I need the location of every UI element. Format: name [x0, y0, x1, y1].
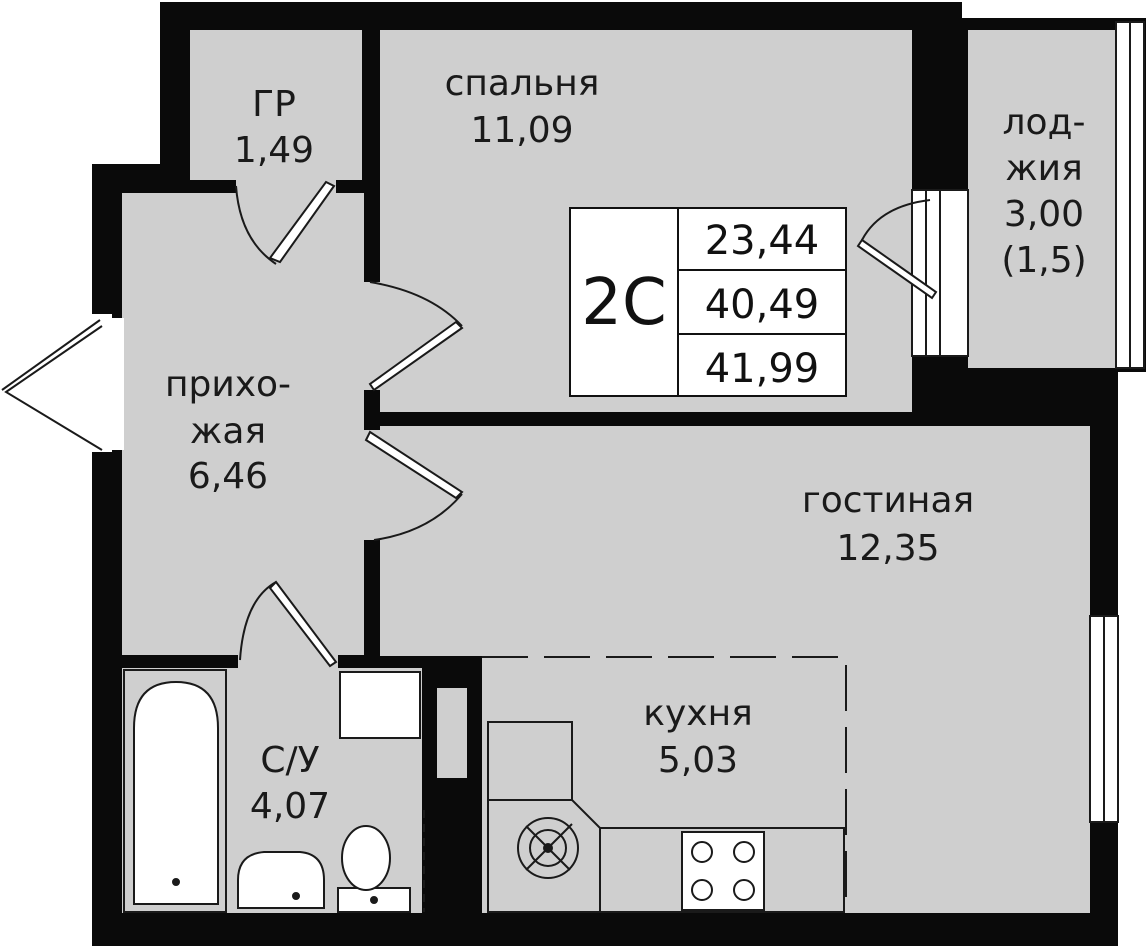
opening-gr [236, 178, 336, 195]
kuhnya-area: 5,03 [658, 740, 738, 781]
kitchen-zone-line [482, 656, 847, 912]
su-name: С/У [260, 740, 319, 781]
gr-name: ГР [252, 84, 296, 125]
sink-icon [517, 817, 579, 879]
window-lodzhiya-outer [1115, 21, 1145, 369]
entrance-opening [92, 318, 124, 450]
total-area: 40,49 [705, 282, 820, 328]
washing-machine-icon [339, 671, 421, 739]
lodzhiya-area-reduced: (1,5) [1001, 240, 1086, 281]
kuhnya-name: кухня [643, 693, 753, 734]
su-area: 4,07 [250, 786, 330, 827]
gostinaya-name: гостиная [802, 480, 974, 521]
summary-table [569, 207, 847, 397]
door-gr[interactable] [235, 180, 336, 265]
entrance-door[interactable] [1, 319, 103, 451]
lodzhiya-name-2: жия [1005, 148, 1082, 189]
spalnya-area: 11,09 [470, 110, 573, 151]
stove-icon [681, 831, 765, 911]
lodzhiya-area: 3,00 [1004, 194, 1084, 235]
opening-hall-living [362, 430, 382, 540]
room-lodzhiya[interactable] [968, 30, 1116, 368]
gostinaya-area: 12,35 [836, 528, 939, 569]
room-gostinaya[interactable] [380, 426, 1090, 656]
prihozhaya-name-2: жая [190, 411, 266, 452]
flat-type: 2С [581, 266, 666, 340]
prihozhaya-name-1: прихо- [165, 364, 291, 405]
opening-su [238, 653, 338, 670]
opening-hall-bedroom [362, 282, 382, 390]
room-gr[interactable] [190, 30, 362, 180]
window-lodzhiya [911, 189, 969, 357]
toilet-icon [337, 825, 411, 913]
washbasin-icon [237, 851, 325, 909]
gr-area: 1,49 [234, 130, 314, 171]
bathtub-icon [123, 669, 227, 913]
spalnya-name: спальня [445, 63, 600, 104]
window-living [1089, 615, 1119, 823]
prihozhaya-area: 6,46 [188, 456, 268, 497]
total-with-loggia: 41,99 [705, 346, 820, 392]
door-su[interactable] [239, 580, 338, 668]
door-living[interactable] [364, 430, 464, 541]
living-area: 23,44 [705, 218, 820, 264]
room-prihozhaya[interactable] [122, 193, 364, 655]
riser-duct [437, 688, 467, 778]
lodzhiya-name-1: лод- [1003, 102, 1086, 143]
door-bedroom[interactable] [368, 281, 464, 392]
door-lodzhiya[interactable] [856, 199, 938, 300]
